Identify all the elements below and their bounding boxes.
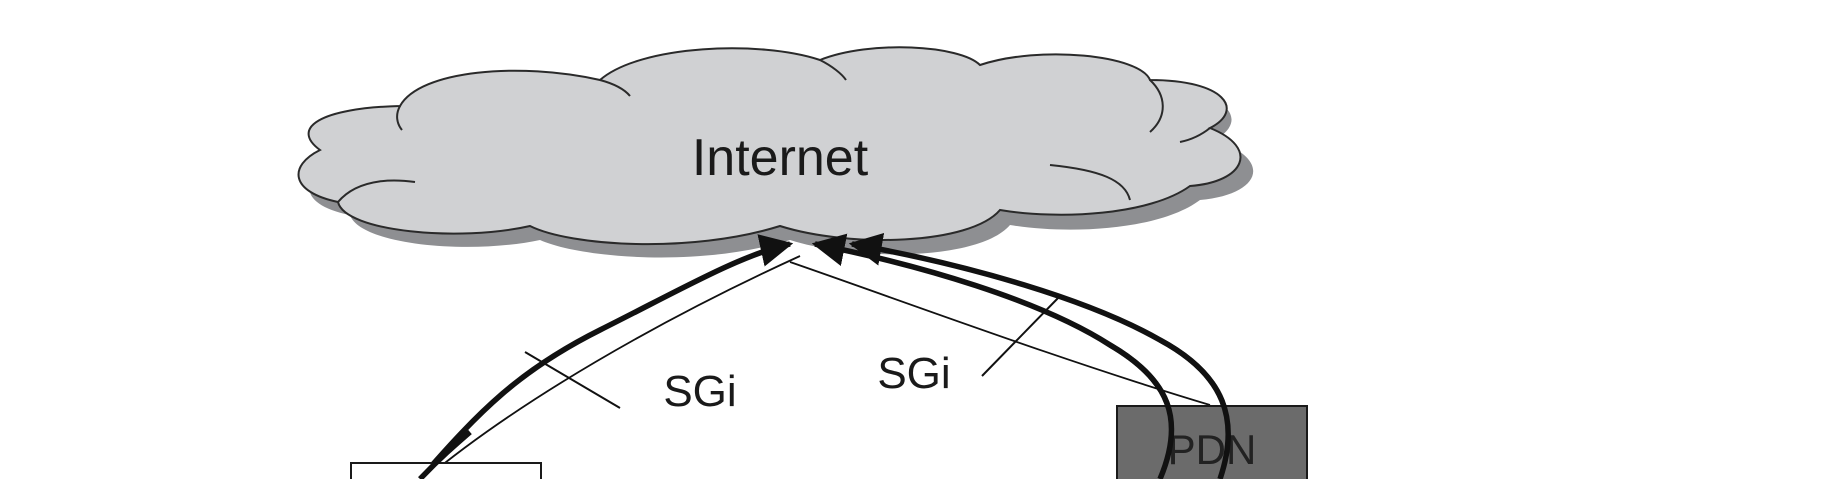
left-sgi-line: [424, 255, 801, 479]
bottom-left-node-box: [350, 462, 542, 479]
right-bearer-thick-2-overlay: [1158, 337, 1231, 479]
cloud-seam: [1049, 164, 1131, 201]
left-bearer-thick: [417, 234, 794, 479]
left-interface-label: SGi: [663, 367, 736, 416]
right-interface-label: SGi: [877, 349, 950, 398]
right-sgi-line: [789, 261, 1211, 406]
cloud-seam: [819, 59, 847, 81]
pdn-label: PDN: [1168, 426, 1257, 473]
cloud-seam: [396, 105, 403, 131]
left-interface-tick: [524, 351, 621, 409]
left-bearer-thick-overlay: [418, 429, 472, 479]
cloud-seam: [1149, 79, 1164, 133]
cloud-label: Internet: [692, 129, 869, 187]
cloud-seam: [599, 79, 631, 97]
right-interface-tick: [981, 295, 1061, 377]
cloud-seam: [1179, 127, 1211, 143]
cloud-seam: [337, 179, 416, 203]
right-bearer-thick-1-overlay: [1108, 342, 1175, 479]
pdn-box: [1116, 405, 1308, 479]
